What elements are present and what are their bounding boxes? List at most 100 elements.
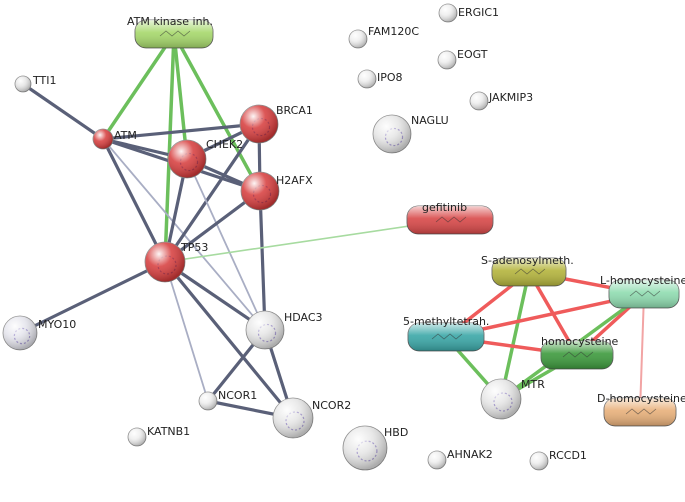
node-sadenosyl[interactable]: S-adenosylmeth.	[481, 254, 574, 287]
edge-atm_inh-h2afx[interactable]	[172, 32, 262, 193]
node-eogt[interactable]: EOGT	[437, 48, 488, 70]
node-label-katnb1: KATNB1	[147, 425, 190, 438]
node-ball-shine	[168, 140, 206, 178]
node-label-ncor2: NCOR2	[312, 399, 351, 412]
edge-tp53-gefitinib[interactable]	[164, 219, 451, 263]
node-label-chek2: CHEK2	[206, 138, 243, 151]
node-label-rccd1: RCCD1	[549, 449, 587, 462]
node-jakmip3[interactable]: JAKMIP3	[469, 91, 533, 111]
node-label-atm_inh: ATM kinase inh.	[127, 15, 213, 28]
node-ball-shine	[358, 70, 376, 88]
node-label-methyltetrah: 5-methyltetrah.	[403, 315, 489, 328]
node-ball-shine	[530, 452, 548, 470]
node-ball-shine	[241, 172, 279, 210]
node-label-myo10: MYO10	[38, 318, 76, 331]
node-methyltetrah[interactable]: 5-methyltetrah.	[403, 315, 489, 352]
node-ball-shine	[3, 316, 37, 350]
node-ncor2[interactable]: NCOR2	[272, 397, 351, 439]
node-tti1[interactable]: TTI1	[14, 74, 57, 93]
molecule-structure-icon	[435, 216, 467, 223]
edge-atm_inh-atm[interactable]	[101, 32, 176, 141]
node-atm_inh[interactable]: ATM kinase inh.	[127, 15, 214, 49]
node-label-tti1: TTI1	[32, 74, 57, 87]
node-ball-shine	[145, 242, 185, 282]
node-ball-shine	[273, 398, 313, 438]
node-ball-shine	[428, 451, 446, 469]
node-label-ahnak2: AHNAK2	[447, 448, 493, 461]
molecule-structure-icon	[625, 408, 657, 415]
node-label-ergic1: ERGIC1	[458, 6, 499, 19]
node-katnb1[interactable]: KATNB1	[127, 425, 190, 447]
node-ahnak2[interactable]: AHNAK2	[427, 448, 493, 470]
edge-brca1-tp53[interactable]	[163, 122, 261, 264]
edge-sadenosyl-mtr[interactable]	[499, 270, 531, 401]
edge-tp53-ncor2[interactable]	[163, 260, 295, 420]
node-ball-shine	[470, 92, 488, 110]
node-rccd1[interactable]: RCCD1	[529, 449, 587, 471]
edge-lhomocys-dhomocys[interactable]	[639, 293, 645, 413]
node-label-homocys: homocysteine	[541, 335, 619, 348]
node-ball-shine	[15, 76, 31, 92]
node-ball-shine	[199, 392, 217, 410]
node-ball-shine	[373, 115, 411, 153]
edge-h2afx-hdac3[interactable]	[258, 189, 267, 332]
node-fam120c[interactable]: FAM120C	[348, 25, 419, 49]
node-label-dhomocys: D-homocysteine	[597, 392, 685, 405]
molecule-structure-icon	[431, 333, 463, 340]
edge-tti1-atm[interactable]	[21, 82, 105, 141]
node-label-h2afx: H2AFX	[276, 174, 313, 187]
node-myo10[interactable]: MYO10	[2, 315, 76, 351]
node-h2afx[interactable]: H2AFX	[240, 171, 313, 211]
node-ball-shine	[240, 105, 278, 143]
node-ball-shine	[439, 4, 457, 22]
node-mtr[interactable]: MTR	[480, 378, 545, 420]
edge-tp53-ncor1[interactable]	[164, 261, 209, 402]
molecule-structure-icon	[159, 30, 191, 37]
node-ncor1[interactable]: NCOR1	[198, 389, 257, 411]
node-tp53[interactable]: TP53	[144, 241, 208, 283]
node-hdac3[interactable]: HDAC3	[245, 310, 323, 350]
node-ball-shine	[93, 129, 113, 149]
edge-atm-brca1[interactable]	[101, 122, 261, 141]
node-ball-shine	[438, 51, 456, 69]
molecule-structure-icon	[562, 351, 594, 358]
node-label-mtr: MTR	[521, 378, 545, 391]
node-ball-shine	[481, 379, 521, 419]
node-label-tp53: TP53	[180, 241, 208, 254]
node-label-atm: ATM	[114, 129, 137, 142]
node-lhomocys[interactable]: L-homocysteine	[600, 274, 685, 309]
node-label-lhomocys: L-homocysteine	[600, 274, 685, 287]
node-label-gefitinib: gefitinib	[422, 201, 467, 214]
node-label-ipo8: IPO8	[377, 71, 403, 84]
node-label-ncor1: NCOR1	[218, 389, 257, 402]
node-ball-shine	[128, 428, 146, 446]
node-label-fam120c: FAM120C	[368, 25, 419, 38]
edge-chek2-hdac3[interactable]	[186, 158, 266, 331]
node-ipo8[interactable]: IPO8	[357, 69, 403, 89]
node-label-eogt: EOGT	[457, 48, 488, 61]
node-naglu[interactable]: NAGLU	[372, 114, 449, 154]
node-label-hdac3: HDAC3	[284, 311, 323, 324]
node-ball-shine	[349, 30, 367, 48]
node-ergic1[interactable]: ERGIC1	[438, 3, 499, 23]
edge-atm_inh-chek2[interactable]	[172, 32, 189, 161]
node-atm[interactable]: ATM	[92, 128, 137, 150]
node-brca1[interactable]: BRCA1	[239, 104, 313, 144]
molecule-structure-icon	[629, 290, 661, 297]
edge-atm-tp53[interactable]	[101, 137, 167, 264]
node-label-sadenosyl: S-adenosylmeth.	[481, 254, 574, 267]
edge-atm_inh-tp53[interactable]	[163, 32, 176, 264]
node-hbd[interactable]: HBD	[342, 425, 408, 471]
node-gefitinib[interactable]: gefitinib	[406, 201, 494, 235]
edge-tp53-myo10[interactable]	[18, 260, 167, 335]
node-ball-shine	[343, 426, 387, 470]
node-dhomocys[interactable]: D-homocysteine	[597, 392, 685, 427]
node-ball-shine	[246, 311, 284, 349]
molecule-structure-icon	[514, 268, 546, 275]
node-label-brca1: BRCA1	[276, 104, 313, 117]
node-homocys[interactable]: homocysteine	[540, 335, 619, 370]
node-chek2[interactable]: CHEK2	[167, 138, 243, 179]
